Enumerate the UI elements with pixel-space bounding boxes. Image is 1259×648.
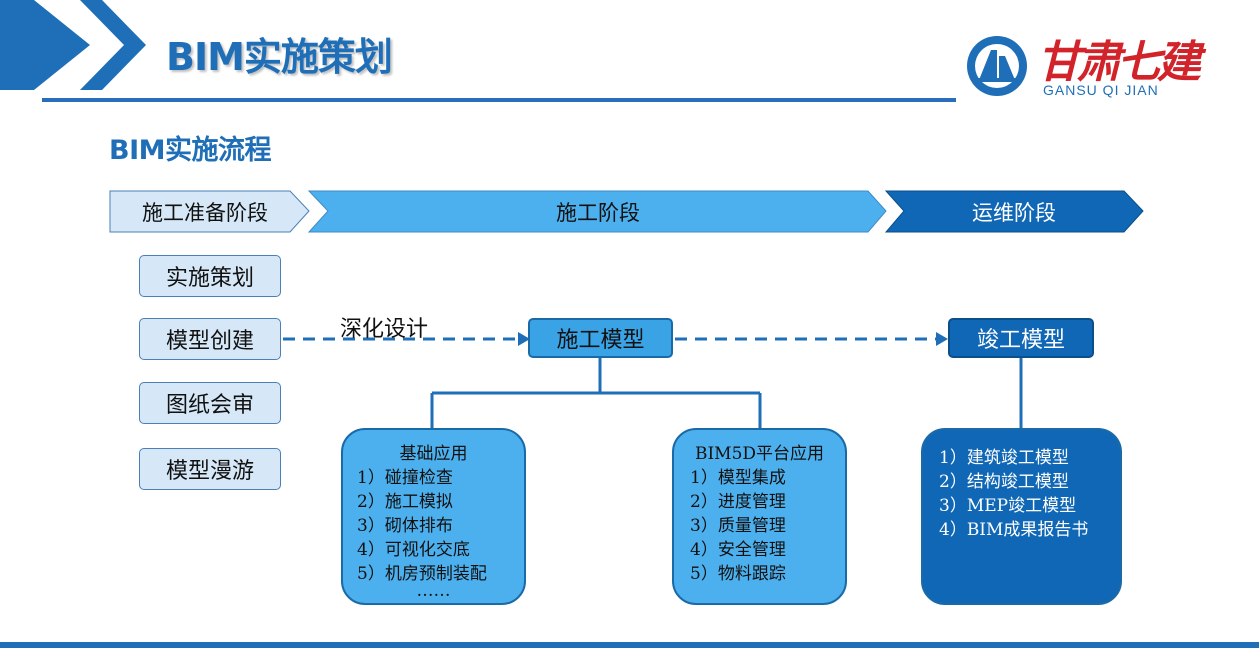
list-item: 4）安全管理 — [690, 540, 786, 560]
phase-operation-label: 运维阶段 — [972, 200, 1056, 225]
list-item: 3）MEP竣工模型 — [939, 496, 1077, 516]
list-item: 3）质量管理 — [690, 516, 786, 536]
logo-emblem-icon — [967, 36, 1027, 96]
prep-item-drawing-review: 图纸会审 — [139, 382, 281, 424]
list-item: 1）模型集成 — [690, 468, 786, 488]
list-item: 3）砌体排布 — [357, 516, 453, 536]
list-item: 5）机房预制装配 — [357, 564, 487, 584]
logo-text-en: GANSU QI JIAN — [1043, 82, 1159, 98]
phase-prep-shape — [109, 190, 310, 233]
basic-application-panel: 基础应用 1）碰撞检查 2）施工模拟 3）砌体排布 4）可视化交底 5）机房预制… — [341, 428, 526, 605]
flow-arrowhead-1 — [518, 332, 530, 346]
deepen-design-label: 深化设计 — [340, 317, 429, 342]
header-divider — [42, 98, 956, 102]
section-title: BIM实施流程 — [109, 135, 272, 166]
completion-model-box: 竣工模型 — [948, 318, 1094, 358]
page-title: BIM实施策划 — [166, 35, 393, 79]
company-logo: 甘肃七建 GANSU QI JIAN — [965, 26, 1210, 104]
phase-construction-shape — [307, 190, 887, 233]
phase-prep-label: 施工准备阶段 — [142, 200, 268, 225]
phase-operation-shape — [884, 190, 1144, 233]
list-item: 2）进度管理 — [690, 492, 786, 512]
list-item: …… — [416, 581, 451, 601]
prep-item-model-roaming: 模型漫游 — [139, 448, 281, 490]
list-item: 4）可视化交底 — [357, 540, 470, 560]
list-item: 2）结构竣工模型 — [939, 472, 1069, 492]
completion-deliverables-panel: 1）建筑竣工模型 2）结构竣工模型 3）MEP竣工模型 4）BIM成果报告书 — [921, 428, 1122, 605]
prep-item-model-creation: 模型创建 — [139, 318, 281, 360]
bim5d-application-title: BIM5D平台应用 — [694, 444, 825, 464]
list-item: 2）施工模拟 — [357, 492, 453, 512]
footer-divider — [0, 642, 1259, 648]
bim5d-application-panel: BIM5D平台应用 1）模型集成 2）进度管理 3）质量管理 4）安全管理 5）… — [672, 428, 847, 605]
basic-application-title: 基础应用 — [399, 444, 468, 464]
phase-construction-label: 施工阶段 — [556, 200, 640, 225]
prep-item-implementation-plan: 实施策划 — [139, 255, 281, 297]
list-item: 1）碰撞检查 — [357, 468, 453, 488]
list-item: 4）BIM成果报告书 — [939, 520, 1089, 540]
construction-model-box: 施工模型 — [528, 318, 673, 358]
flow-arrowhead-2 — [936, 332, 948, 346]
logo-text-cn: 甘肃七建 — [1037, 37, 1201, 88]
list-item: 5）物料跟踪 — [690, 564, 786, 584]
list-item: 1）建筑竣工模型 — [939, 448, 1069, 468]
chevron-decoration-icon — [0, 0, 146, 90]
